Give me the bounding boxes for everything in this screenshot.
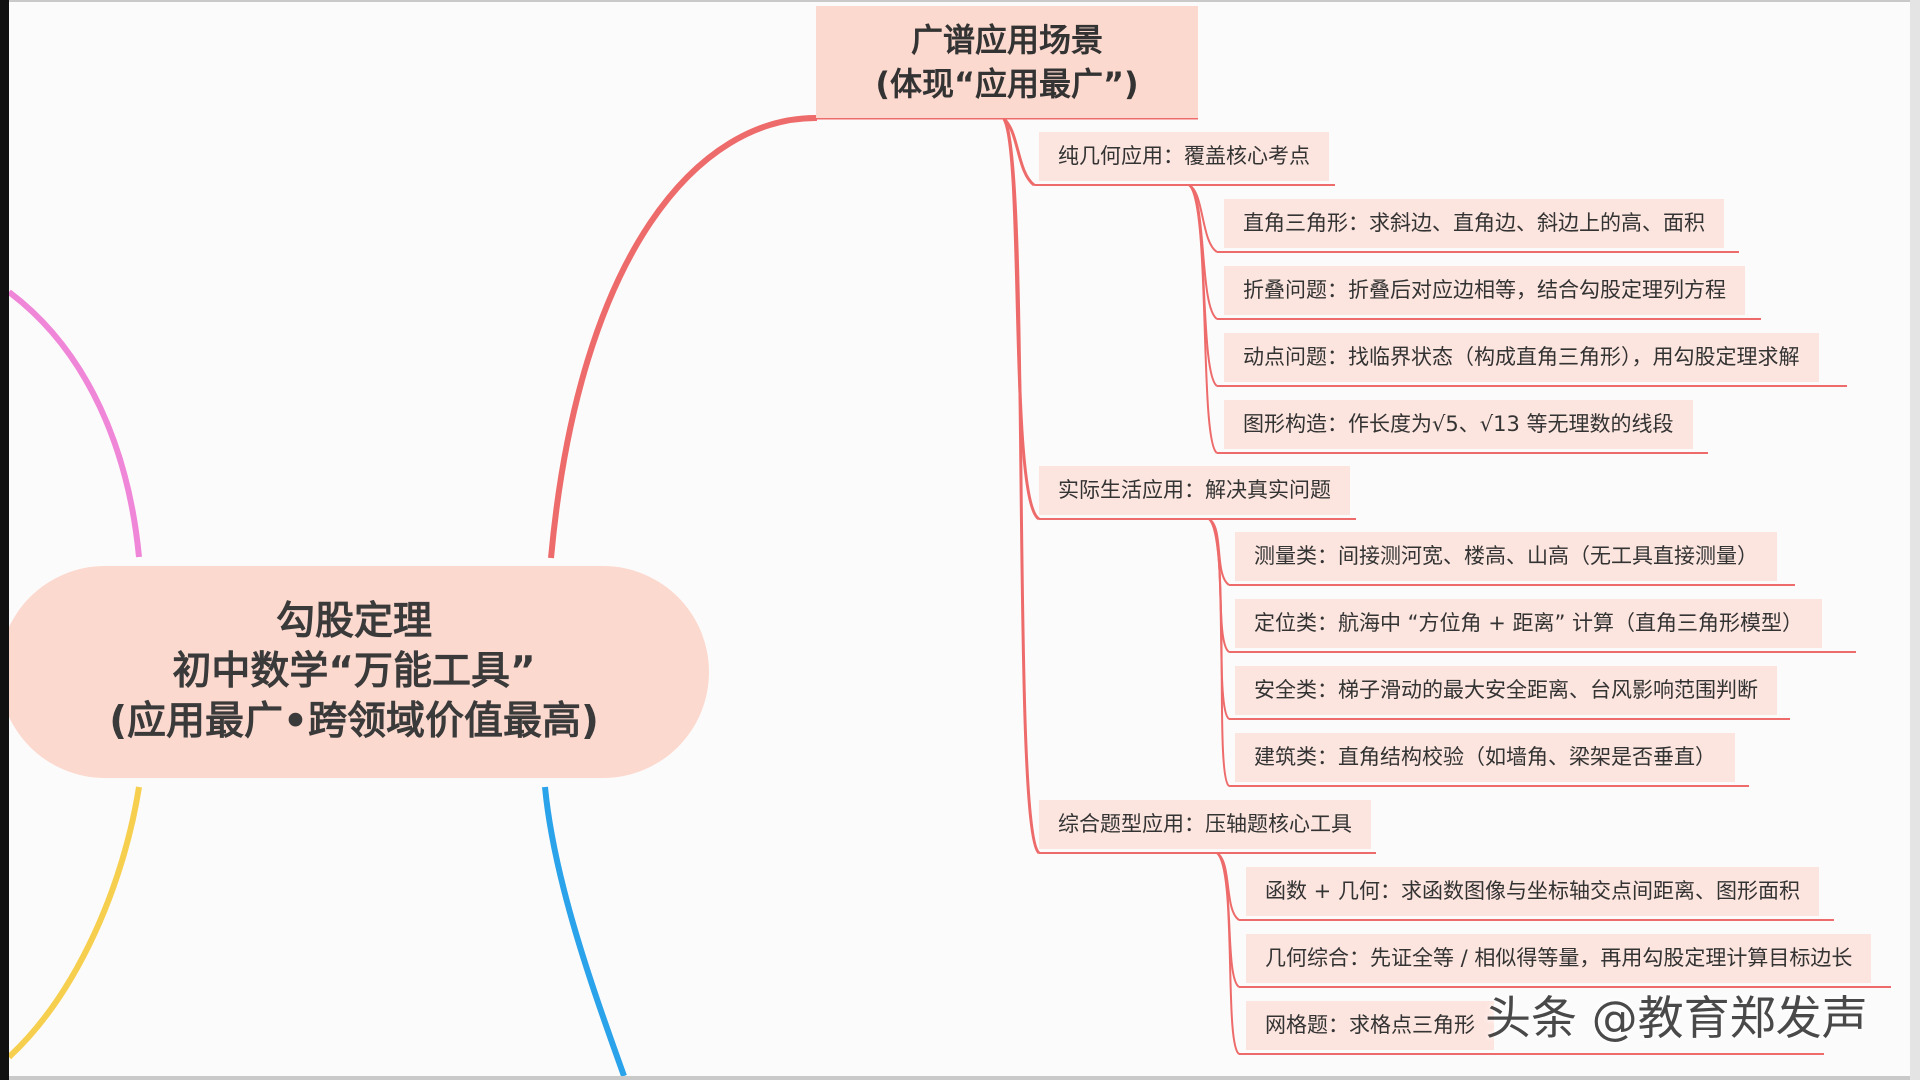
subtopic-node[interactable]: 折叠问题：折叠后对应边相等，结合勾股定理列方程 (1224, 266, 1745, 315)
window-right-border (1910, 0, 1920, 1080)
b2-child4-line (1208, 518, 1230, 787)
connector-lines (9, 114, 1891, 1076)
mindmap-canvas[interactable]: 勾股定理 初中数学“万能工具” (应用最广•跨领域价值最高) 广谱应用场景 (体… (9, 2, 1910, 1076)
main-to-branch1-line (1002, 117, 1036, 187)
branch-topic[interactable]: 综合题型应用：压轴题核心工具 (1039, 800, 1371, 849)
subtopic-node[interactable]: 测量类：间接测河宽、楼高、山高（无工具直接测量） (1235, 532, 1777, 581)
subtopic-node[interactable]: 安全类：梯子滑动的最大安全距离、台风影响范围判断 (1235, 666, 1777, 715)
main-topic-subtitle: (体现“应用最广”) (875, 65, 1139, 103)
blue-branch-line (542, 786, 627, 1076)
subtopic-node[interactable]: 建筑类：直角结构校验（如墙角、梁架是否垂直） (1235, 733, 1735, 782)
yellow-branch-line (9, 786, 142, 1060)
root-topic[interactable]: 勾股定理 初中数学“万能工具” (应用最广•跨领域价值最高) (9, 566, 709, 778)
window-left-border (0, 0, 9, 1080)
b3-child3-line (1216, 852, 1240, 1055)
subtopic-node[interactable]: 函数 + 几何：求函数图像与坐标轴交点间距离、图形面积 (1246, 867, 1819, 916)
root-subtitle: 初中数学“万能工具” (172, 649, 536, 694)
root-title: 勾股定理 (275, 599, 432, 644)
branch-topic[interactable]: 纯几何应用：覆盖核心考点 (1039, 132, 1329, 181)
main-topic[interactable]: 广谱应用场景 (体现“应用最广”) (816, 6, 1198, 118)
watermark-text: 头条 @教育郑发声 (1485, 991, 1868, 1045)
root-to-main-line (548, 114, 818, 559)
b2-child2-line (1208, 518, 1230, 653)
main-topic-title: 广谱应用场景 (910, 21, 1103, 59)
subtopic-node[interactable]: 网格题：求格点三角形 (1246, 1001, 1494, 1050)
b1-child4-line (1188, 184, 1218, 454)
subtopic-node[interactable]: 几何综合：先证全等 / 相似得等量，再用勾股定理计算目标边长 (1246, 934, 1872, 983)
branch-topic[interactable]: 实际生活应用：解决真实问题 (1039, 466, 1350, 515)
subtopic-node[interactable]: 动点问题：找临界状态（构成直角三角形），用勾股定理求解 (1224, 333, 1819, 382)
subtopic-node[interactable]: 定位类：航海中 “方位角 + 距离” 计算（直角三角形模型） (1235, 599, 1823, 648)
subtopic-node[interactable]: 直角三角形：求斜边、直角边、斜边上的高、面积 (1224, 199, 1724, 248)
root-note: (应用最广•跨领域价值最高) (109, 699, 599, 744)
subtopic-node[interactable]: 图形构造：作长度为√5、√13 等无理数的线段 (1224, 400, 1693, 449)
main-to-branch3-line (1002, 118, 1041, 855)
pink-branch-line (9, 289, 142, 558)
